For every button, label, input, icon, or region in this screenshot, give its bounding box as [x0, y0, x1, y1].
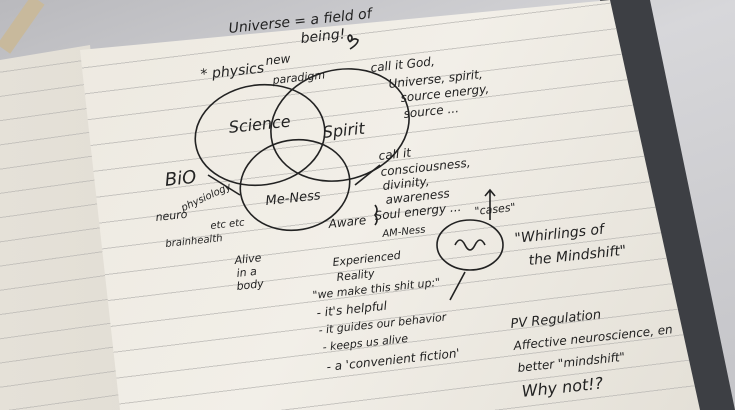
arrow-up	[484, 188, 496, 220]
arrow-bio	[207, 174, 241, 196]
bio-label: BiO	[163, 166, 198, 191]
whirl-circle	[436, 219, 504, 271]
arrow-down	[449, 271, 466, 301]
arrow-consciousness	[354, 164, 381, 186]
heart	[347, 34, 359, 50]
new-label: new	[264, 51, 292, 68]
whirl-squiggle	[454, 239, 486, 251]
science-circle	[194, 83, 326, 187]
spirit-circle	[270, 68, 410, 182]
alive-line: Alive	[233, 251, 263, 267]
brace	[373, 204, 378, 226]
me-ness-circle	[239, 138, 351, 232]
alive-line: body	[235, 277, 265, 293]
